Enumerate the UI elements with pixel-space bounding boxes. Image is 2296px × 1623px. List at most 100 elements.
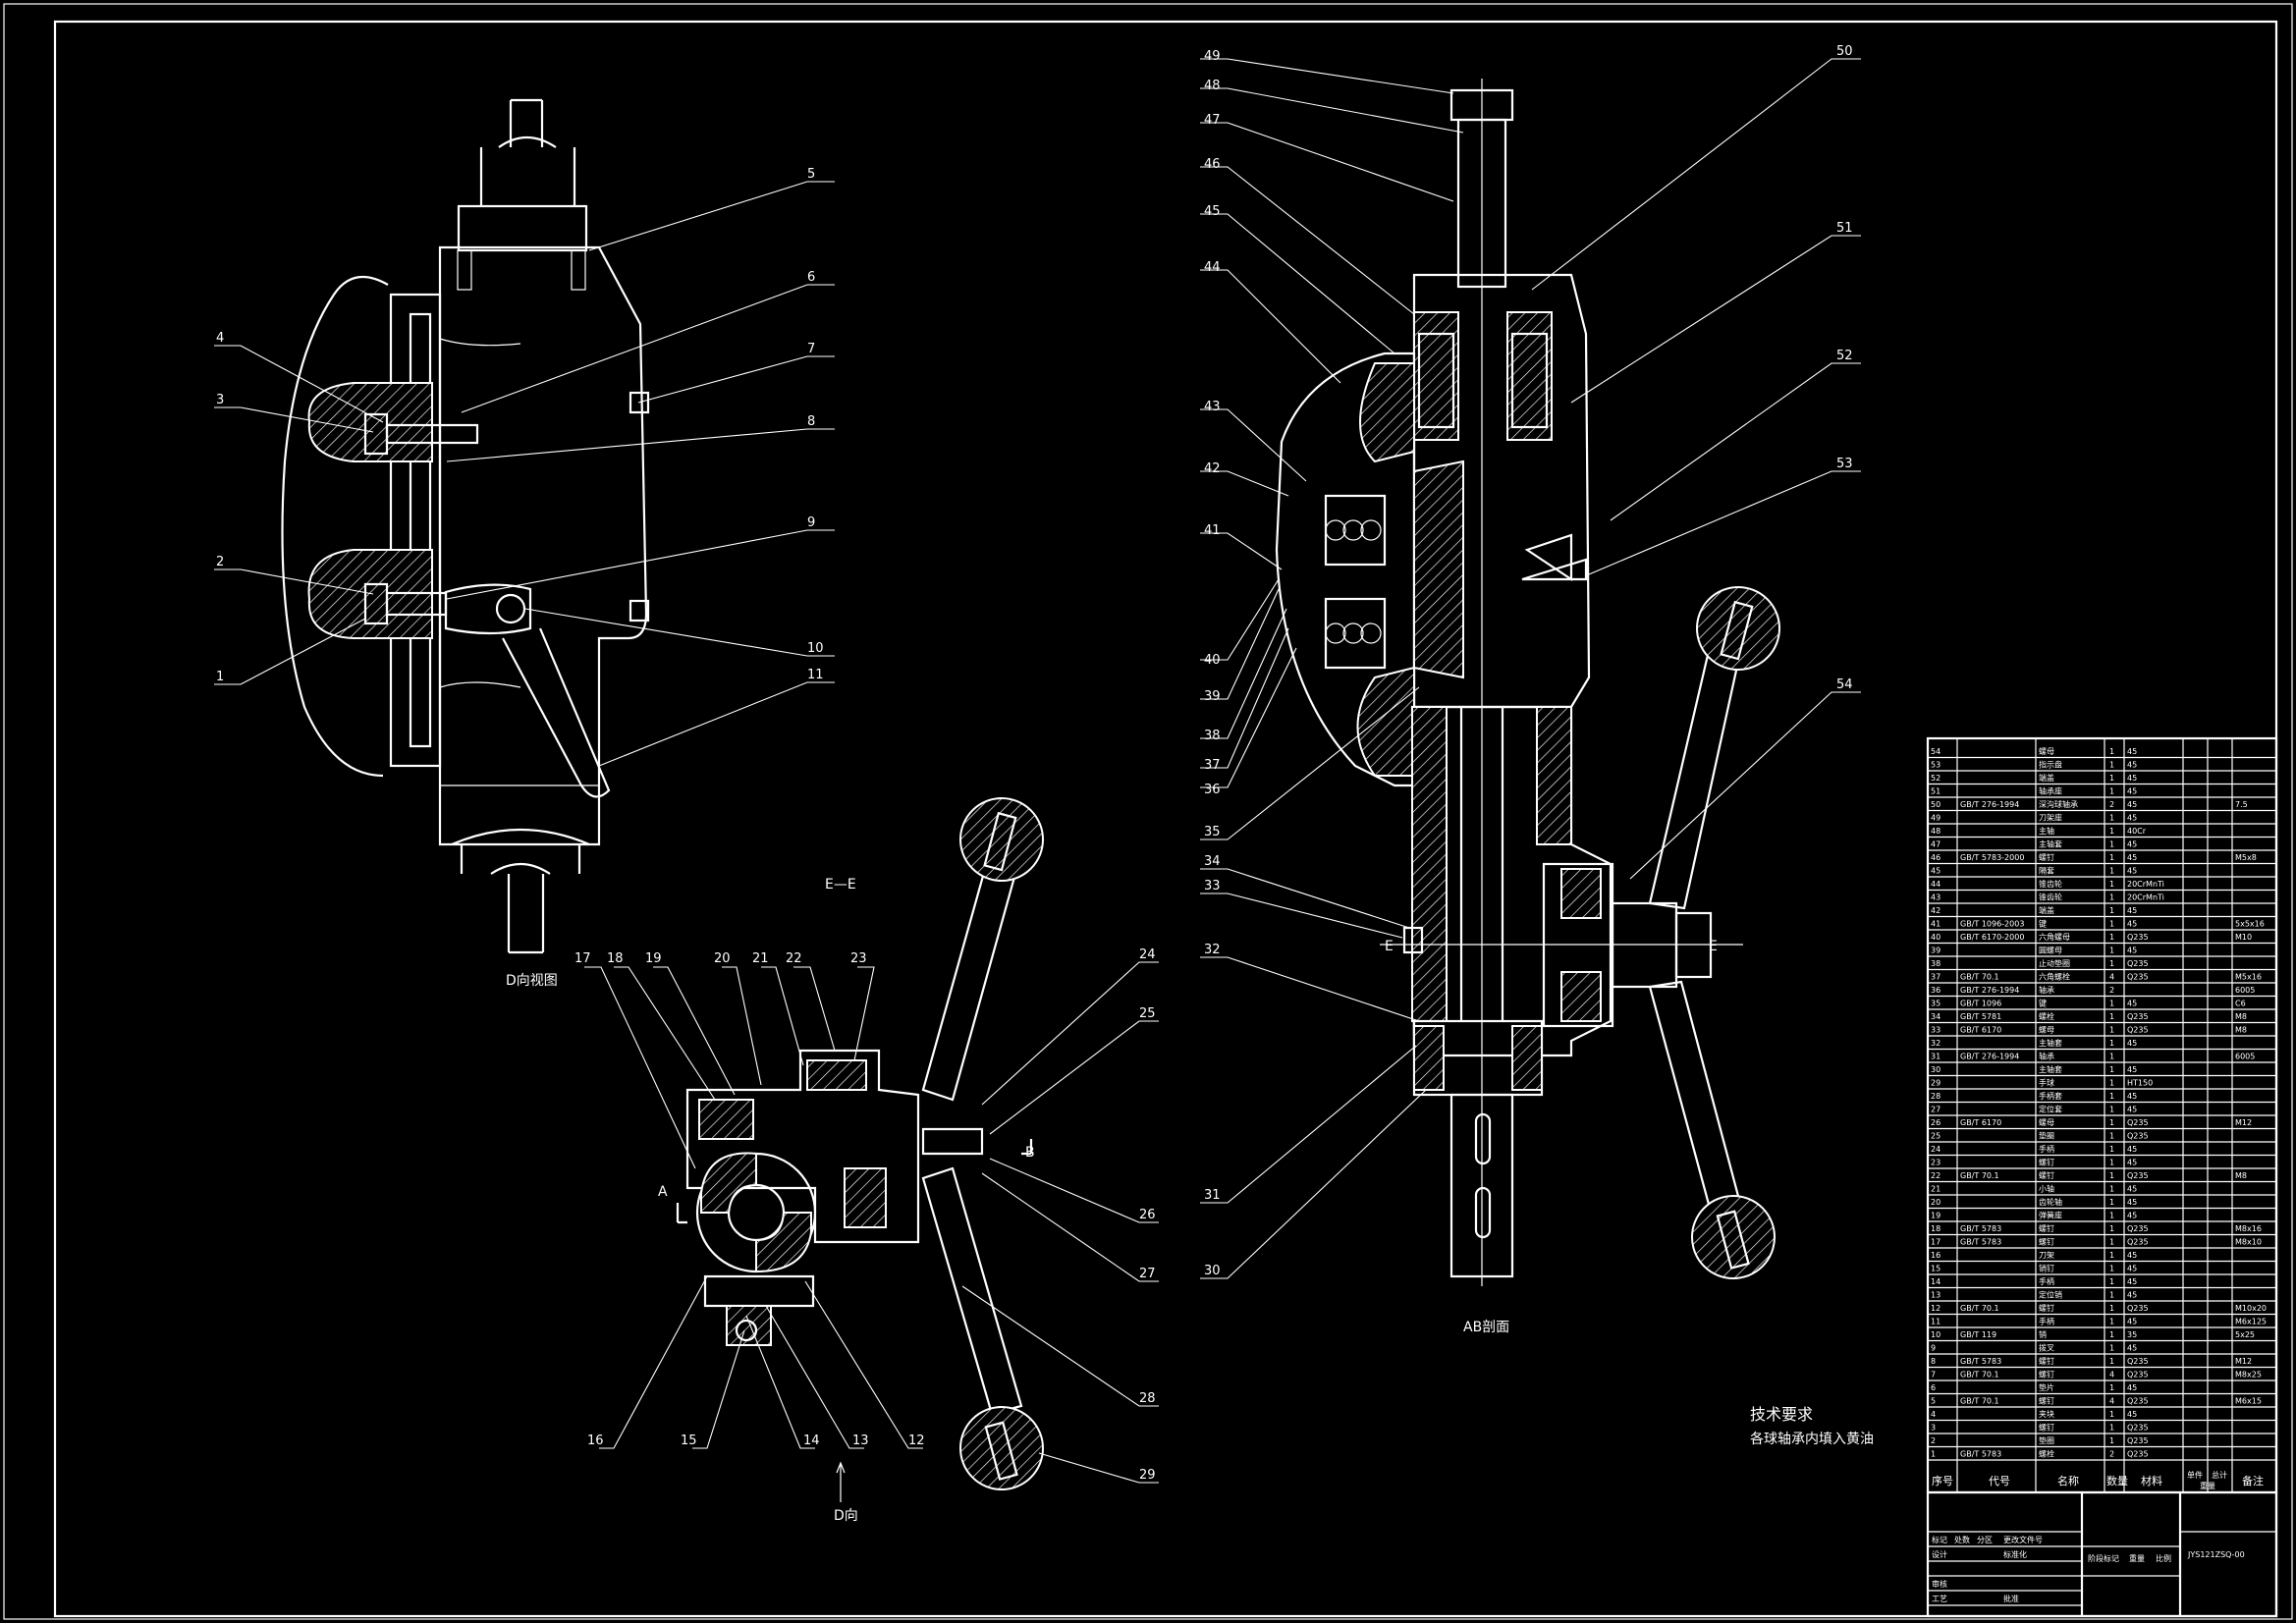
bom-cell-qty: 1 [2109,1318,2114,1326]
bom-cell-code: GB/T 1096 [1960,1000,2001,1008]
balloon-29: 29 [1139,1468,1156,1483]
bom-cell-name: 端盖 [2039,905,2054,915]
bom-cell-qty: 1 [2109,1171,2114,1180]
bom-hdr-material: 材料 [2141,1474,2162,1488]
bom-cell-no: 13 [1931,1291,1941,1300]
leader-lines [214,58,1861,1484]
bom-cell-qty: 1 [2109,1012,2114,1021]
balloon-31: 31 [1204,1188,1221,1203]
balloon-50: 50 [1836,44,1853,59]
bom-cell-material: 45 [2127,1039,2137,1048]
bom-cell-material: 45 [2127,1344,2137,1353]
bom-cell-name: 齿轮轴 [2039,1197,2062,1207]
bom-cell-material: 45 [2127,814,2137,823]
bom-cell-material: Q235 [2127,1304,2149,1313]
bom-cell-qty: 1 [2109,933,2114,942]
title-block: 标记 处数 分区 更改文件号 设计 标准化 审核 工艺 批准 阶段标记 重量 比… [1926,1490,2278,1618]
bom-hdr-remarks: 备注 [2242,1474,2264,1488]
bom-cell-no: 1 [1931,1450,1936,1459]
bom-cell-qty: 1 [2109,1026,2114,1035]
bom-cell-name: 主轴套 [2039,1064,2062,1074]
bom-cell-name: 轴承座 [2039,786,2062,796]
bom-cell-no: 17 [1931,1238,1941,1247]
bom-cell-no: 9 [1931,1344,1936,1353]
bom-cell-code: GB/T 70.1 [1960,1171,1999,1180]
balloon-46: 46 [1204,157,1221,172]
balloon-8: 8 [807,414,815,429]
balloon-25: 25 [1139,1006,1156,1021]
balloon-42: 42 [1204,461,1221,476]
bom-cell-no: 53 [1931,761,1941,770]
bom-cell-qty: 1 [2109,1079,2114,1088]
tb-approve: 批准 [2003,1594,2019,1603]
bom-cell-no: 30 [1931,1065,1941,1074]
balloon-10: 10 [807,641,824,656]
bom-cell-no: 51 [1931,787,1941,796]
bom-cell-remarks: M6x15 [2235,1397,2262,1406]
ab-section-drawing [1275,79,1780,1286]
bom-cell-material: 35 [2127,1330,2137,1339]
bom-cell-material: Q235 [2127,959,2149,968]
balloon-18: 18 [607,951,624,966]
bom-cell-qty: 1 [2109,1198,2114,1207]
bom-cell-qty: 1 [2109,906,2114,915]
bom-cell-material: 45 [2127,787,2137,796]
bom-cell-no: 44 [1931,880,1941,889]
tb-count: 处数 [1954,1535,1970,1544]
balloon-28: 28 [1139,1391,1156,1406]
bom-cell-no: 52 [1931,774,1941,783]
bom-cell-material: 45 [2127,1212,2137,1220]
d-view-drawing [281,98,650,954]
bom-cell-material: 45 [2127,761,2137,770]
bom-cell-material: HT150 [2127,1079,2153,1088]
bom-cell-name: 手柄 [2039,1144,2054,1154]
tb-process: 工艺 [1932,1595,1947,1603]
bom-cell-qty: 1 [2109,920,2114,929]
balloon-47: 47 [1204,113,1221,128]
bom-cell-name: 圆螺母 [2039,946,2062,955]
bom-cell-remarks: M10x20 [2235,1304,2267,1313]
balloon-53: 53 [1836,457,1853,471]
balloon-1: 1 [216,670,224,684]
bom-cell-name: 手球 [2039,1078,2054,1088]
bom-cell-material: 20CrMnTi [2127,893,2164,902]
bom-cell-qty: 1 [2109,853,2114,862]
bom-cell-name: 夹块 [2039,1409,2054,1419]
balloon-23: 23 [850,951,867,966]
d-direction-label: D向 [834,1508,858,1524]
bom-cell-name: 六角螺栓 [2039,972,2070,982]
bom-cell-no: 8 [1931,1357,1936,1366]
bom-cell-name: 螺钉 [2039,1303,2054,1313]
bom-cell-material: 45 [2127,1383,2137,1392]
balloon-27: 27 [1139,1267,1156,1281]
balloon-36: 36 [1204,783,1221,797]
bom-cell-code: GB/T 6170 [1960,1026,2001,1035]
tb-review: 审核 [1932,1579,1947,1589]
bom-cell-material: 45 [2127,1277,2137,1286]
bom-cell-code: GB/T 119 [1960,1330,1996,1339]
bom-cell-name: 刀架 [2039,1251,2054,1260]
bom-cell-qty: 1 [2109,1224,2114,1233]
bom-cell-name: 螺钉 [2039,1423,2054,1433]
bom-cell-qty: 1 [2109,1039,2114,1048]
balloon-41: 41 [1204,523,1221,538]
bom-cell-material: Q235 [2127,1371,2149,1380]
tech-req-line1: 各球轴承内填入黄油 [1750,1431,1874,1447]
balloon-7: 7 [807,342,815,356]
bom-cell-no: 39 [1931,947,1941,955]
bom-cell-remarks: M8 [2235,1026,2247,1035]
balloon-labels: 1 2 3 4 5 6 7 8 9 10 11 12 13 14 15 16 1… [216,44,1853,1483]
bom-cell-name: 螺栓 [2039,1449,2054,1459]
bom-hdr-name: 名称 [2057,1474,2079,1488]
bom-cell-name: 螺钉 [2039,1356,2054,1366]
bom-cell-material: 45 [2127,800,2137,809]
bom-cell-no: 26 [1931,1118,1941,1127]
bom-cell-qty: 2 [2109,800,2114,809]
bom-cell-name: 螺钉 [2039,1158,2054,1167]
bom-cell-no: 11 [1931,1318,1941,1326]
bom-cell-qty: 1 [2109,1118,2114,1127]
bom-cell-name: 深沟球轴承 [2039,799,2078,809]
bom-cell-name: 手柄 [2039,1276,2054,1286]
balloon-48: 48 [1204,79,1221,93]
balloon-52: 52 [1836,349,1853,363]
